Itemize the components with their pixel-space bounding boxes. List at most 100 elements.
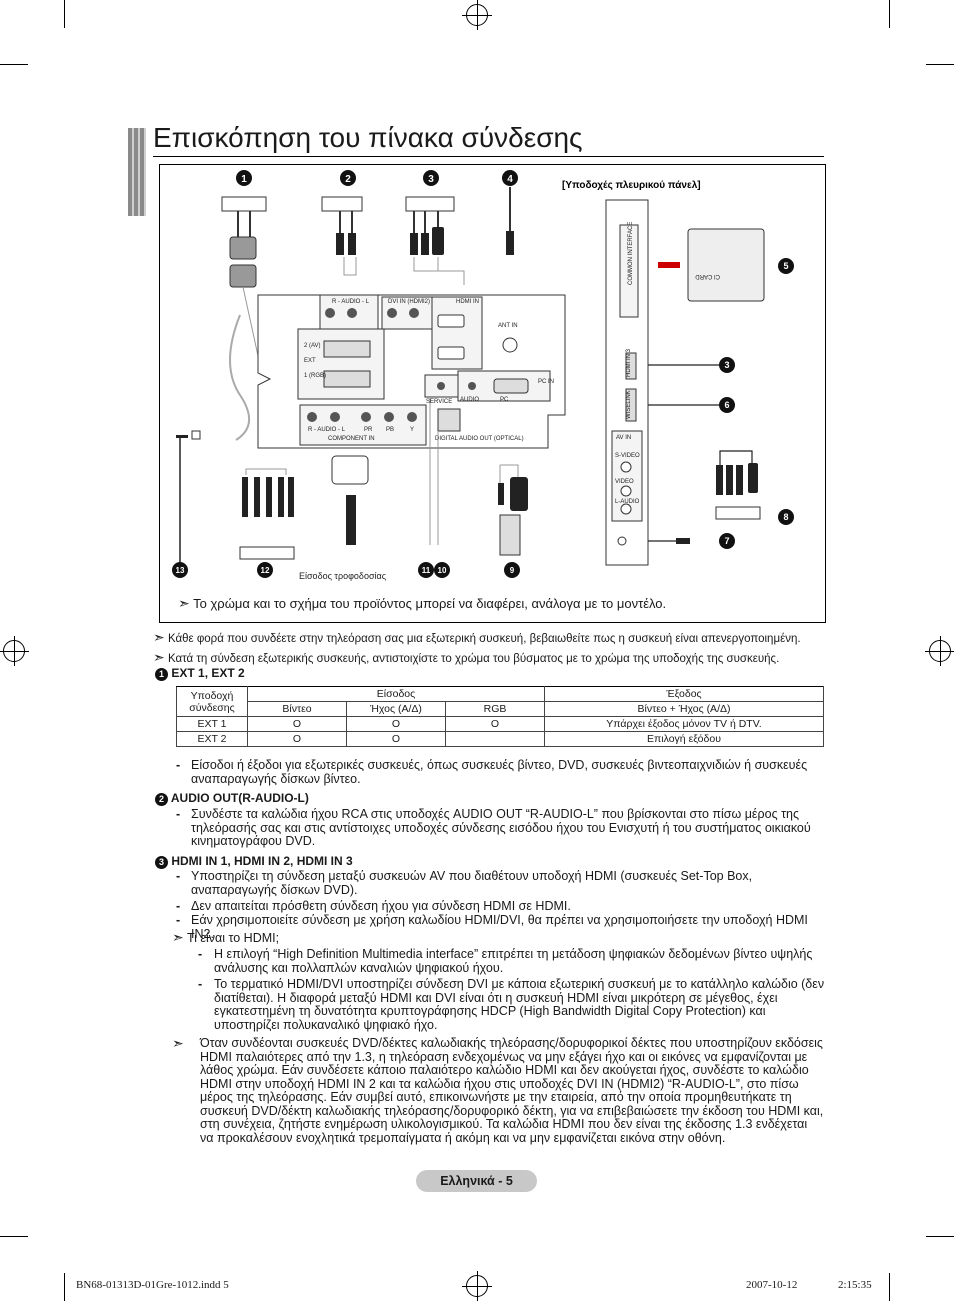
svg-text:R - AUDIO - L: R - AUDIO - L: [308, 427, 346, 433]
antenna-plug-icon: [506, 231, 514, 255]
table-header: Έξοδος: [544, 686, 824, 702]
svg-text:EXT: EXT: [304, 358, 316, 364]
svg-text:9: 9: [510, 566, 515, 575]
svg-text:5: 5: [783, 261, 788, 271]
svg-text:L-AUDIO: L-AUDIO: [615, 499, 640, 505]
footer-time: 2:15:35: [838, 1279, 872, 1291]
component-in-jacks: [299, 404, 427, 446]
kensington-lock-icon: [191, 430, 201, 440]
crop-mark: [0, 1236, 28, 1237]
crop-mark: [926, 64, 954, 65]
camcorder-device-icon: [715, 506, 761, 520]
bullet-dash: -: [176, 807, 181, 821]
svg-text:DVI IN (HDMI2): DVI IN (HDMI2): [388, 299, 430, 305]
table-header: Είσοδος: [247, 686, 545, 702]
svg-text:HDMI IN: HDMI IN: [456, 299, 479, 305]
title-rule: [153, 156, 824, 157]
svg-text:VIDEO: VIDEO: [615, 479, 634, 485]
crop-mark: [926, 1236, 954, 1237]
svg-text:PC: PC: [500, 397, 509, 403]
table-header: Ήχος (Α/Δ): [346, 701, 446, 717]
svg-text:11: 11: [422, 566, 431, 575]
note-arrow-icon: ➣: [172, 929, 184, 945]
svg-text:PB: PB: [386, 427, 394, 433]
power-socket-icon: [331, 455, 369, 485]
callout-1: [236, 170, 252, 186]
hdmi-explanation: Η επιλογή “High Definition Multimedia in…: [214, 947, 813, 975]
section-3-heading: 3 HDMI IN 1, HDMI IN 2, HDMI IN 3: [155, 854, 353, 869]
side-panel-label: [Υποδοχές πλευρικού πάνελ]: [562, 180, 701, 191]
diagram-note: ➣ Το χρώμα και το σχήμα του προϊόντος μπ…: [178, 595, 666, 612]
svg-text:S-VIDEO: S-VIDEO: [615, 453, 640, 459]
crop-mark: [64, 0, 65, 28]
svg-text:DIGITAL AUDIO OUT (OPTICAL): DIGITAL AUDIO OUT (OPTICAL): [435, 436, 524, 442]
title-accent-bar: [128, 128, 146, 216]
ci-card-icon: [687, 228, 765, 302]
footer-date: 2007-10-12: [746, 1279, 798, 1291]
hdmi-in3-port-icon: [625, 352, 637, 380]
note-arrow-icon: ➣: [172, 1035, 184, 1051]
svg-text:R - AUDIO - L: R - AUDIO - L: [332, 299, 370, 305]
svg-text:Y: Y: [410, 427, 414, 433]
dvd-device-icon: [405, 196, 455, 212]
power-cord-icon: [346, 495, 356, 545]
svg-text:8: 8: [783, 512, 788, 522]
svg-text:4: 4: [507, 174, 513, 185]
section-2-heading: 2 AUDIO OUT(R-AUDIO-L): [155, 791, 309, 806]
svg-text:AUDIO: AUDIO: [460, 397, 479, 403]
svg-text:3: 3: [428, 174, 434, 185]
crop-mark: [889, 1273, 890, 1301]
crop-mark: [64, 1273, 65, 1301]
diagram-note-text: Το χρώμα και το σχήμα του προϊόντος μπορ…: [193, 596, 667, 611]
power-input-label: Είσοδος τροφοδοσίας: [299, 571, 387, 581]
component-cable-icon: [242, 477, 248, 517]
section-3-text: Δεν απαιτείται πρόσθετη σύνδεση ήχου για…: [191, 899, 571, 913]
svg-text:7: 7: [724, 536, 729, 546]
general-notes: ➣ Κάθε φορά που συνδέετε στην τηλεόραση …: [153, 628, 833, 668]
table-header: Βίντεο + Ήχος (Α/Δ): [544, 701, 824, 717]
table-row: EXT 1 O O O Υπάρχει έξοδος μόνον TV ή DT…: [176, 716, 824, 732]
note-arrow-icon: ➣: [178, 595, 190, 611]
hdmi-port-icon: [437, 314, 465, 328]
registration-mark-icon: [925, 636, 954, 666]
hdmi-port-icon: [437, 346, 465, 360]
registration-mark-icon: [462, 0, 492, 30]
dvd-player-icon: [239, 546, 295, 560]
hdmi-explanation: Το τερματικό HDMI/DVI υποστηρίζει σύνδεσ…: [214, 977, 825, 1032]
svg-text:1: 1: [241, 174, 247, 185]
vcr-device-icon: [221, 196, 267, 212]
crop-mark: [889, 0, 890, 28]
svg-text:2 (AV): 2 (AV): [304, 343, 321, 349]
svg-text:COMMON INTERFACE: COMMON INTERFACE: [628, 222, 634, 285]
optical-port-icon: [437, 408, 461, 432]
section-1-text: Είσοδοι ή έξοδοι για εξωτερικές συσκευές…: [191, 758, 808, 786]
footer-filename: BN68-01313D-01Gre-1012.indd 5: [76, 1279, 229, 1291]
svg-text:12: 12: [261, 566, 270, 575]
bullet-dash: -: [176, 758, 181, 772]
section-3-text: Εάν χρησιμοποιείτε σύνδεση με χρήση καλω…: [191, 913, 808, 941]
callout-2: [340, 170, 356, 186]
svg-text:HDMI IN 3: HDMI IN 3: [626, 348, 632, 377]
antenna-jack-icon: [502, 337, 518, 353]
bullet-dash: -: [176, 869, 181, 883]
common-interface-slot: [619, 224, 639, 318]
callout-4: [502, 170, 518, 186]
pc-device-icon: [499, 514, 521, 556]
page-title: Επισκόπηση του πίνακα σύνδεσης: [153, 122, 583, 153]
note-item: ➣ Κάθε φορά που συνδέετε στην τηλεόραση …: [153, 629, 801, 645]
svg-text:CI CARD: CI CARD: [695, 273, 720, 279]
svg-text:PR: PR: [364, 427, 373, 433]
table-header: Βίντεο: [247, 701, 347, 717]
audio-cable-icon: [498, 483, 504, 505]
bullet-dash: -: [198, 977, 203, 991]
table-header: RGB: [445, 701, 545, 717]
wiselink-usb-port-icon: [625, 388, 637, 422]
bullet-dash: -: [176, 913, 181, 927]
vga-port-icon: [493, 378, 529, 394]
hdmi-question: ➣ Τι είναι το HDMI;: [172, 929, 280, 945]
table-row: EXT 2 O O Επιλογή εξόδου: [176, 731, 824, 747]
connection-diagram: 1 2 3 4 [Υποδοχές πλευρικού πάνελ]: [159, 164, 826, 623]
note-arrow-icon: ➣: [153, 649, 165, 665]
svg-text:2: 2: [345, 174, 351, 185]
svg-text:13: 13: [176, 566, 185, 575]
